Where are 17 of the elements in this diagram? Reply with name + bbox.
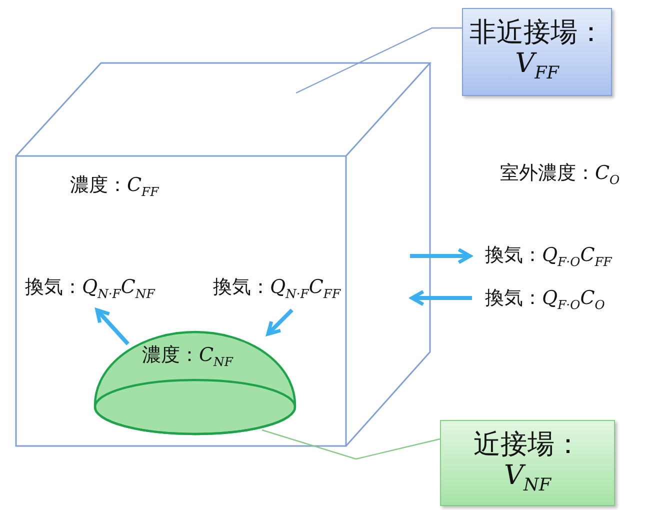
edge-label: 換気：Q$_{F·O}$C$_{FF}$	[485, 243, 612, 269]
edge-label: 換気：Q$_{N·F}$C$_{NF}$	[25, 275, 155, 301]
arrow	[410, 248, 472, 264]
edge-label: 換気：Q$_{F·O}$C$_{O}$	[485, 286, 605, 312]
leader-line	[262, 429, 440, 460]
arrow	[266, 308, 294, 336]
arrow	[95, 308, 130, 346]
concentration-label: 濃度：C$_{NF}$	[142, 343, 233, 369]
edge-label: 換気：Q$_{N·F}$C$_{FF}$	[213, 275, 341, 301]
arrow	[410, 290, 472, 306]
callout-text: 近接場：V$_{NF}$	[472, 429, 582, 496]
callout-box	[440, 420, 615, 506]
leader-line	[296, 27, 462, 94]
outdoor-concentration-label: 室外濃度：C$_{O}$	[500, 161, 620, 187]
callout-box	[462, 8, 612, 96]
concentration-label: 濃度：C$_{FF}$	[70, 173, 159, 199]
callout-text: 非近接場：V$_{FF}$	[468, 17, 606, 84]
